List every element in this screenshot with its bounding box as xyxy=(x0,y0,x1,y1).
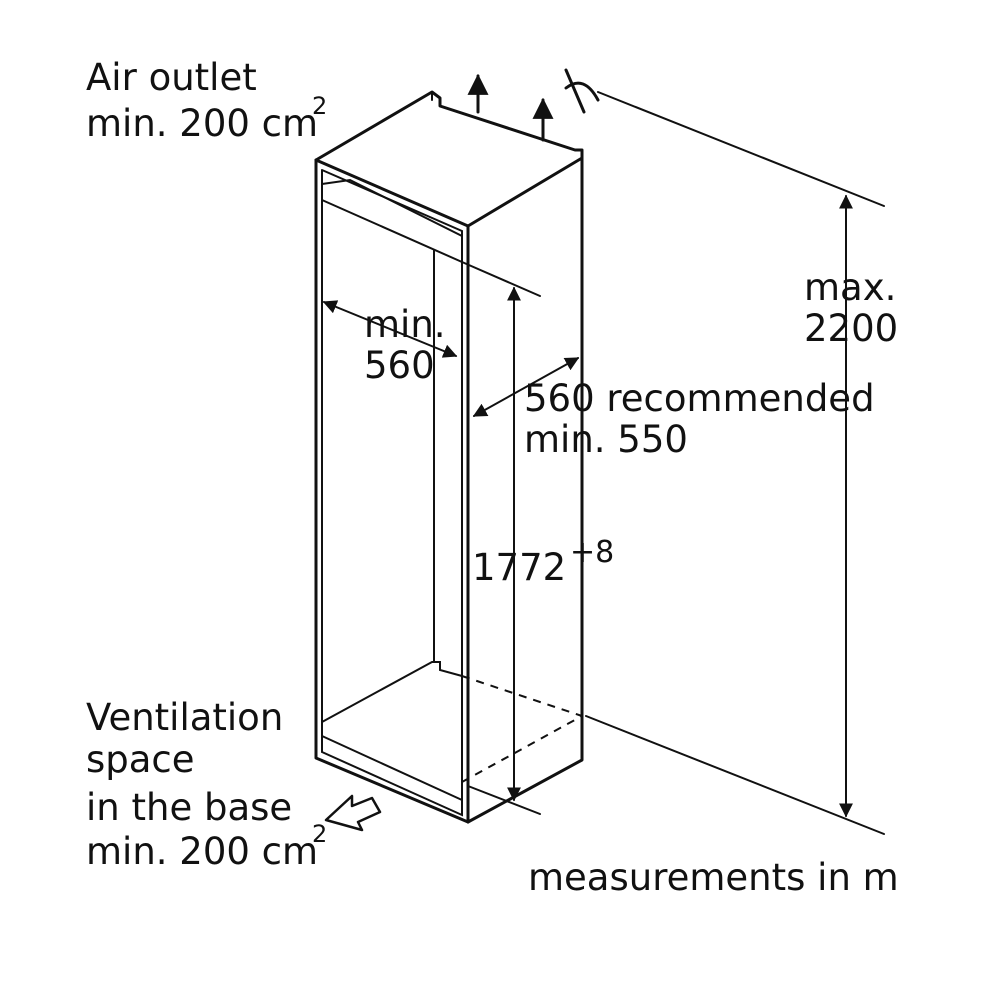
max-height-ext-bottom xyxy=(585,715,885,835)
top-shelf-front xyxy=(321,199,463,263)
depth-dimension xyxy=(472,357,580,417)
ventilation-area-label: min. 200 cm xyxy=(86,830,318,873)
air-outlet-superscript: 2 xyxy=(312,92,327,120)
niche-cabinet xyxy=(314,90,584,824)
cabinet-front-frame xyxy=(314,158,470,824)
width-dimension-line xyxy=(322,300,458,358)
depth-dimension-line xyxy=(472,357,580,417)
width-dimension xyxy=(322,300,458,358)
ventilation-label-line2: space xyxy=(86,738,195,781)
cabinet-inner-frame xyxy=(321,169,463,817)
break-stroke xyxy=(564,68,586,114)
break-curve xyxy=(564,81,600,102)
cabinet-side-edge xyxy=(466,156,584,824)
max-height-ext-top xyxy=(597,91,885,207)
ventilation-arrow-shape xyxy=(324,794,382,832)
ceiling-break-symbol xyxy=(564,68,600,114)
ventilation-label: Ventilation xyxy=(86,696,283,739)
max-height-dimension xyxy=(585,91,885,835)
air-outlet-label: Air outlet xyxy=(86,56,257,99)
hidden-line-lower xyxy=(461,715,583,783)
ventilation-superscript: 2 xyxy=(312,820,327,848)
ventilation-inlet-arrow xyxy=(324,794,382,832)
top-shelf xyxy=(321,178,463,237)
niche-height-ext-bottom xyxy=(467,785,541,815)
niche-height-ext-top xyxy=(461,261,541,297)
width-min-value: 560 xyxy=(364,344,435,387)
niche-height-dimension xyxy=(461,261,541,815)
units-note: measurements in m xyxy=(528,856,899,899)
air-outlet-arrows xyxy=(467,73,554,142)
depth-min-label: min. 550 xyxy=(524,418,688,461)
max-height-label: max. xyxy=(804,266,896,309)
ventilation-label-line3: in the base xyxy=(86,786,292,829)
width-min-label: min. xyxy=(364,303,446,346)
depth-recommended-label: 560 recommended xyxy=(524,377,875,420)
base-board xyxy=(321,661,463,723)
niche-height-tolerance: +8 xyxy=(570,535,614,570)
base-board-front xyxy=(321,735,463,801)
air-outlet-area-label: min. 200 cm xyxy=(86,102,318,145)
niche-height-label: 1772 xyxy=(472,546,566,589)
max-height-value: 2200 xyxy=(804,307,898,350)
hidden-line-upper xyxy=(461,675,583,717)
